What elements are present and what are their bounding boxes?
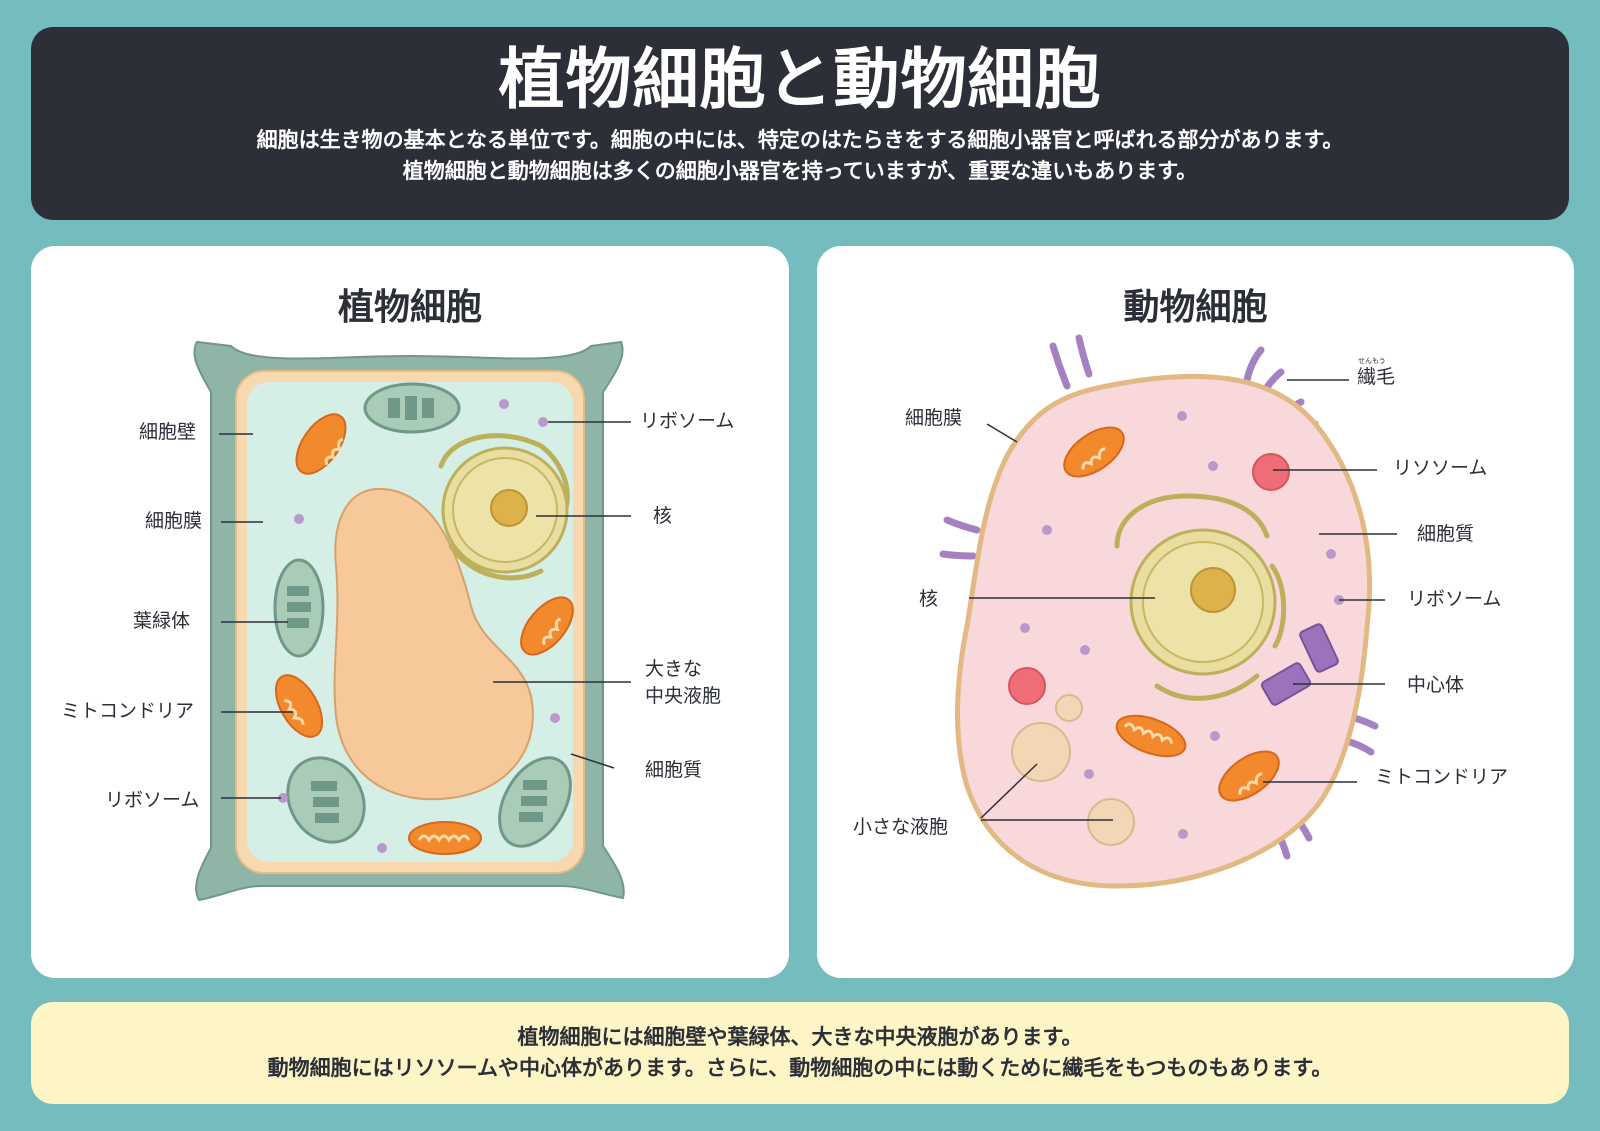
animal-vacuole-tiny <box>1055 694 1083 722</box>
header-banner: 植物細胞と動物細胞 細胞は生き物の基本となる単位です。細胞の中には、特定のはたら… <box>31 27 1569 220</box>
label-nucleus: 核 <box>653 505 672 527</box>
summary-box: 植物細胞には細胞壁や葉緑体、大きな中央液胞があります。 動物細胞にはリソソームや… <box>31 1002 1569 1104</box>
animal-lysosome-1 <box>1252 453 1290 491</box>
plant-central-vacuole <box>333 487 534 801</box>
label-ribosome-right: リボソーム <box>640 410 734 432</box>
plant-cell-panel: 植物細胞 <box>31 246 789 978</box>
label-cell-membrane: 細胞膜 <box>145 510 202 532</box>
page-description: 細胞は生き物の基本となる単位です。細胞の中には、特定のはたらきをする細胞小器官と… <box>31 125 1569 187</box>
plant-cell-title: 植物細胞 <box>337 287 482 328</box>
description-line-2: 植物細胞と動物細胞は多くの細胞小器官を持っていますが、重要な違いもあります。 <box>402 159 1198 183</box>
label-small-vacuole: 小さな液胞 <box>853 816 948 838</box>
label-cell-membrane: 細胞膜 <box>905 407 962 429</box>
label-mitochondria: ミトコンドリア <box>61 700 194 722</box>
label-cell-wall: 細胞壁 <box>139 421 196 443</box>
animal-mitochondrion-1 <box>1063 426 1125 478</box>
plant-cell-diagram: 細胞壁 細胞膜 葉緑体 ミトコンドリア リボソーム リボソーム 核 大きな 中央… <box>61 340 734 902</box>
page-title: 植物細胞と動物細胞 <box>498 41 1102 118</box>
animal-centrosome <box>1260 623 1339 706</box>
summary-line-1: 植物細胞には細胞壁や葉緑体、大きな中央液胞があります。 <box>517 1025 1083 1049</box>
animal-cell-title: 動物細胞 <box>1123 287 1268 328</box>
plant-chloroplast-left <box>273 558 325 658</box>
label-ribosome-left: リボソーム <box>105 789 199 811</box>
plant-chloroplast-top <box>363 382 461 434</box>
label-cilia-ruby: せんもう <box>1358 357 1386 365</box>
plant-chloroplast-bottom-right <box>498 756 572 848</box>
animal-lysosome-2 <box>1008 667 1046 705</box>
animal-cell-panel: 動物細胞 <box>817 246 1574 978</box>
label-lysosome: リソソーム <box>1393 457 1487 479</box>
label-cytoplasm: 細胞質 <box>1417 523 1474 545</box>
label-nucleus: 核 <box>919 588 938 610</box>
plant-mitochondrion-1 <box>295 413 347 475</box>
plant-mitochondrion-3 <box>274 674 324 738</box>
plant-ribosomes <box>278 399 560 853</box>
plant-mitochondrion-2 <box>520 596 574 656</box>
animal-vacuole-medium <box>1011 722 1071 782</box>
plant-mitochondrion-4 <box>408 821 482 855</box>
animal-mitochondrion-3 <box>1218 750 1280 802</box>
animal-mitochondrion-2 <box>1115 714 1187 758</box>
label-centrosome: 中心体 <box>1407 674 1464 696</box>
label-vacuole-line2: 中央液胞 <box>645 685 721 707</box>
label-ribosome: リボソーム <box>1407 588 1501 610</box>
animal-vacuole-small <box>1087 798 1135 846</box>
plant-chloroplast-bottom-left <box>286 756 366 844</box>
label-vacuole-line1: 大きな <box>645 658 702 680</box>
animal-nucleus <box>1114 493 1287 701</box>
label-chloroplast: 葉緑体 <box>133 610 190 632</box>
label-cilia: 繊毛 <box>1357 366 1395 388</box>
plant-nucleus <box>438 433 570 581</box>
label-mitochondria: ミトコンドリア <box>1375 766 1508 788</box>
label-cytoplasm: 細胞質 <box>645 759 702 781</box>
animal-cell-diagram: せんもう 繊毛 細胞膜 リソソーム 細胞質 リボソーム 核 中心体 ミトコンドリ… <box>853 334 1508 889</box>
description-line-1: 細胞は生き物の基本となる単位です。細胞の中には、特定のはたらきをする細胞小器官と… <box>256 128 1344 152</box>
summary-line-2: 動物細胞にはリソソームや中心体があります。さらに、動物細胞の中には動くために繊毛… <box>267 1056 1333 1080</box>
